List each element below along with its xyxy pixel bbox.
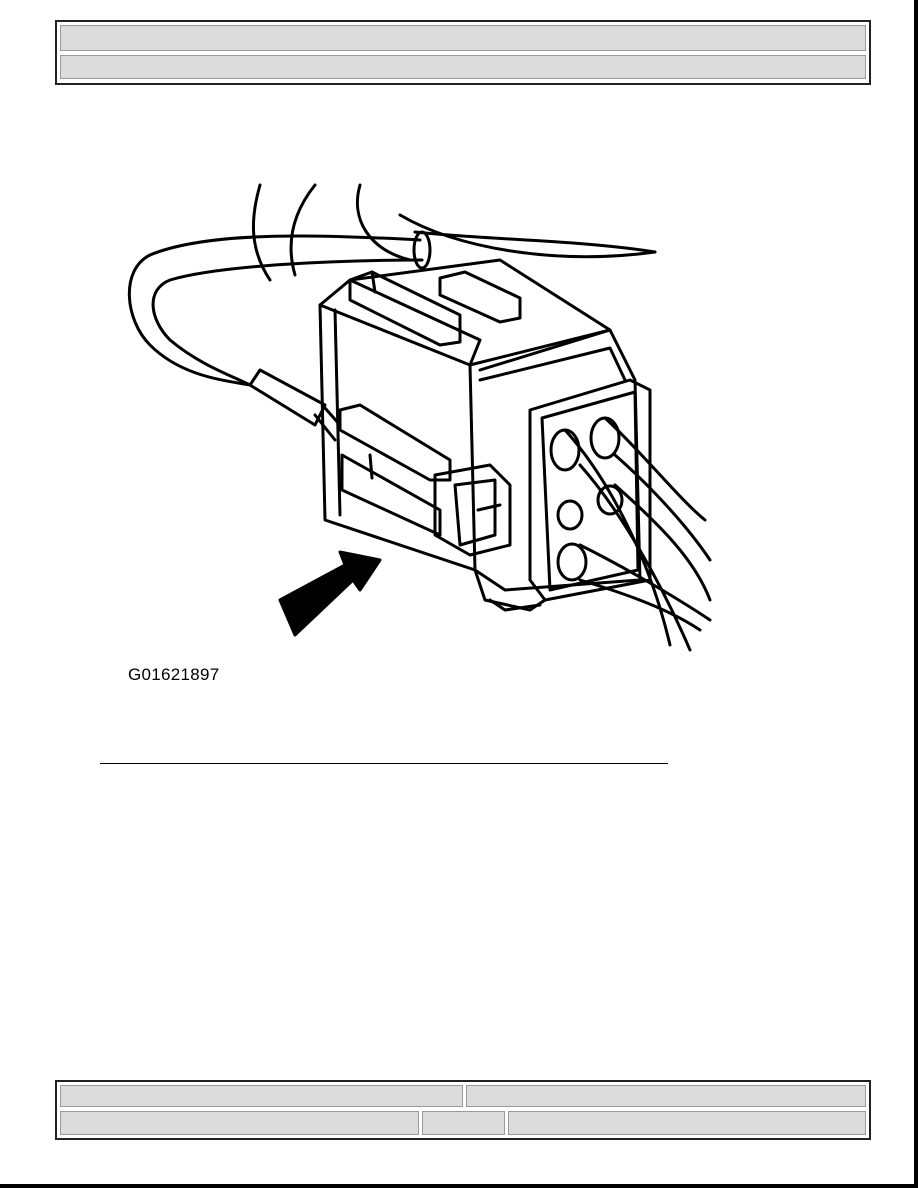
footer-cell (422, 1111, 505, 1135)
header-title (60, 25, 866, 51)
connector-illustration (127, 183, 712, 652)
footer-cell (466, 1085, 866, 1107)
footer-cell (60, 1085, 463, 1107)
section-divider (100, 763, 668, 764)
header-subtitle (60, 55, 866, 79)
page-header (55, 20, 871, 85)
footer-cell (508, 1111, 866, 1135)
figure-caption: G01621897 (128, 665, 220, 684)
page-footer (55, 1080, 871, 1140)
footer-cell (60, 1111, 419, 1135)
